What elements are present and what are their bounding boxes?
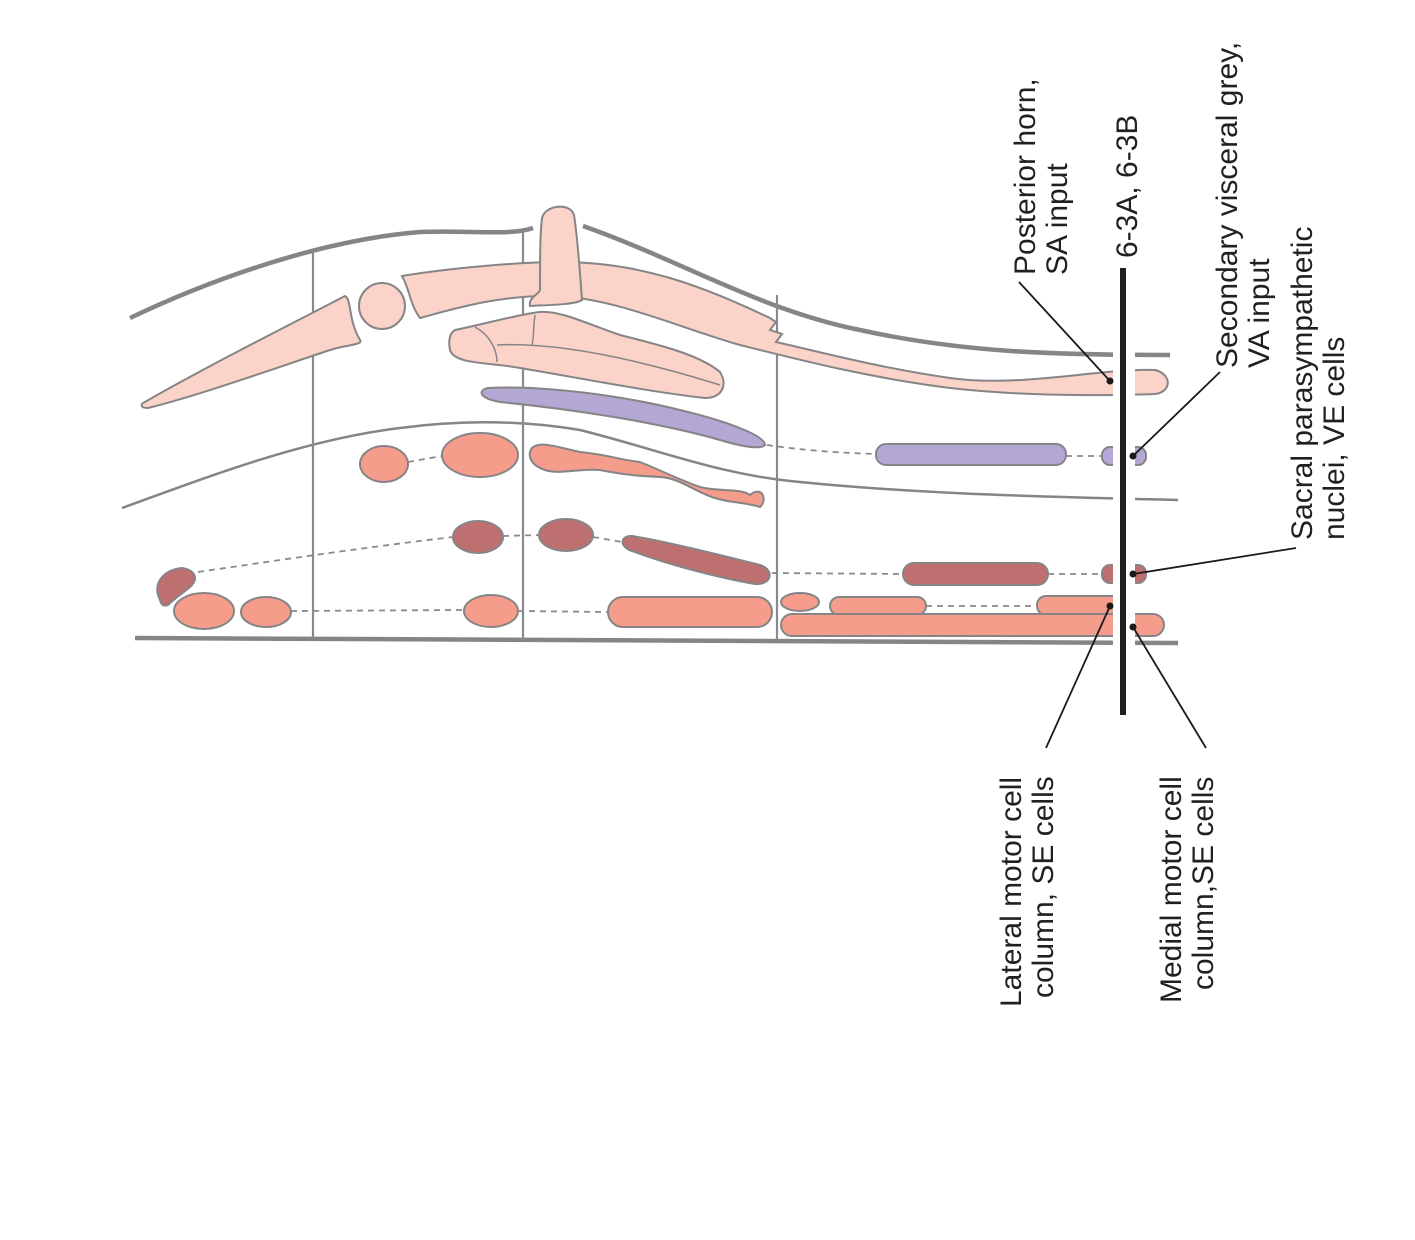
dorsal-border xyxy=(129,225,534,321)
sa-round-nucleus xyxy=(358,282,406,330)
dot-medial-motor xyxy=(1129,623,1137,631)
se-lower-3 xyxy=(463,594,519,628)
label-section-marker: 6-3A, 6-3B xyxy=(1111,115,1144,258)
label-lateral-motor-line1: Lateral motor cell xyxy=(995,777,1028,1007)
ve-nucleus-1 xyxy=(452,520,504,554)
label-posterior-horn-line2: SA input xyxy=(1041,163,1074,275)
label-secondary-visceral-line1: Secondary visceral grey, xyxy=(1211,42,1244,368)
va-dashed-connection xyxy=(766,444,1102,457)
label-posterior-horn-line1: Posterior horn, xyxy=(1009,78,1042,275)
se-nucleus-large xyxy=(441,432,519,478)
dot-sacral-parasympathetic xyxy=(1129,570,1137,578)
ve-nucleus-2 xyxy=(538,518,594,552)
se-lower-column xyxy=(607,596,773,628)
dot-secondary-visceral xyxy=(1129,452,1137,460)
label-medial-motor-line1: Medial motor cell xyxy=(1155,776,1188,1003)
leader-lateral-motor xyxy=(1045,605,1111,749)
label-medial-motor-line2: column,SE cells xyxy=(1187,777,1220,990)
se-upper-dashed xyxy=(407,455,443,463)
va-solitary-nucleus xyxy=(480,386,767,449)
label-lateral-motor-line2: column, SE cells xyxy=(1027,776,1060,998)
label-sacral-parasympathetic-line1: Sacral parasympathetic xyxy=(1286,227,1319,540)
label-sacral-parasympathetic-line2: nuclei, VE cells xyxy=(1318,337,1351,540)
sa-solitary-complex xyxy=(448,310,725,400)
leader-medial-motor xyxy=(1132,626,1207,749)
sa-dorsal-process xyxy=(528,205,584,308)
sa-trigeminal-spinal xyxy=(140,294,362,410)
se-medial-motor-column xyxy=(780,613,1165,637)
se-wavy-nucleus xyxy=(528,443,765,509)
se-lower-dashed xyxy=(290,605,1037,613)
leader-sacral-parasympathetic xyxy=(1132,547,1297,575)
ve-column-caudal xyxy=(902,562,1049,586)
ve-column-oblique xyxy=(621,534,771,586)
se-lower-2 xyxy=(240,596,292,628)
va-column-mid xyxy=(875,443,1067,466)
ve-dashed-connection xyxy=(197,534,1102,575)
label-secondary-visceral-line2: VA input xyxy=(1243,258,1276,368)
se-small-caudal xyxy=(780,592,820,612)
dot-posterior-horn xyxy=(1106,377,1114,385)
dot-lateral-motor xyxy=(1106,602,1114,610)
se-lateral-column-mid xyxy=(829,596,927,616)
sa-solitary-inner-lines xyxy=(474,314,721,386)
se-nucleus-small xyxy=(359,445,409,483)
leader-posterior-horn xyxy=(1018,281,1111,382)
ve-rostral-nucleus xyxy=(156,566,196,607)
ventral-border xyxy=(134,635,1179,646)
dorsal-border-caudal xyxy=(582,223,1171,358)
sulcus-limitans-border xyxy=(121,421,1179,510)
se-lower-1 xyxy=(173,592,235,630)
leader-secondary-visceral xyxy=(1132,371,1221,457)
